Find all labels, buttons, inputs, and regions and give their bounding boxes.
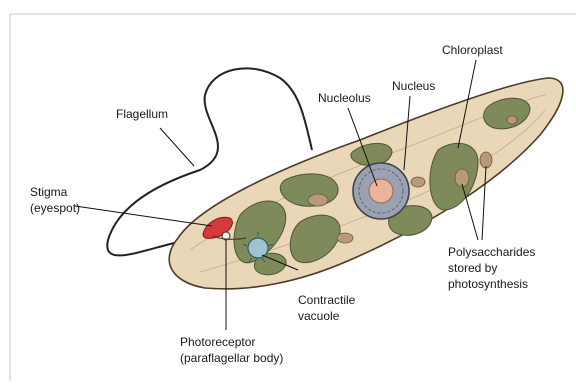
label-stigma-1: Stigma — [30, 185, 68, 199]
granule-5 — [411, 177, 425, 187]
label-polysaccharides-3: photosynthesis — [448, 277, 528, 291]
granule-6 — [507, 116, 517, 124]
label-contractile-1: Contractile — [298, 293, 356, 307]
leader-flagellum — [160, 128, 194, 166]
label-photoreceptor-2: (paraflagellar body) — [180, 351, 283, 365]
granule-3 — [480, 152, 492, 168]
contractile-vacuole — [248, 238, 268, 258]
nucleus-group — [353, 163, 409, 219]
granule-1 — [308, 194, 328, 206]
label-polysaccharides-2: stored by — [448, 261, 497, 275]
label-chloroplast: Chloroplast — [442, 43, 503, 57]
label-flagellum: Flagellum — [116, 107, 168, 121]
label-contractile-2: vacuole — [298, 309, 340, 323]
granule-4 — [337, 233, 353, 243]
label-nucleolus: Nucleolus — [318, 91, 371, 105]
label-photoreceptor-1: Photoreceptor — [180, 335, 255, 349]
nucleolus — [369, 179, 393, 203]
leader-stigma — [75, 206, 212, 226]
chloroplast-4 — [430, 143, 478, 210]
label-nucleus: Nucleus — [392, 79, 435, 93]
label-stigma-2: (eyespot) — [30, 201, 80, 215]
label-polysaccharides-1: Polysaccharides — [448, 245, 535, 259]
